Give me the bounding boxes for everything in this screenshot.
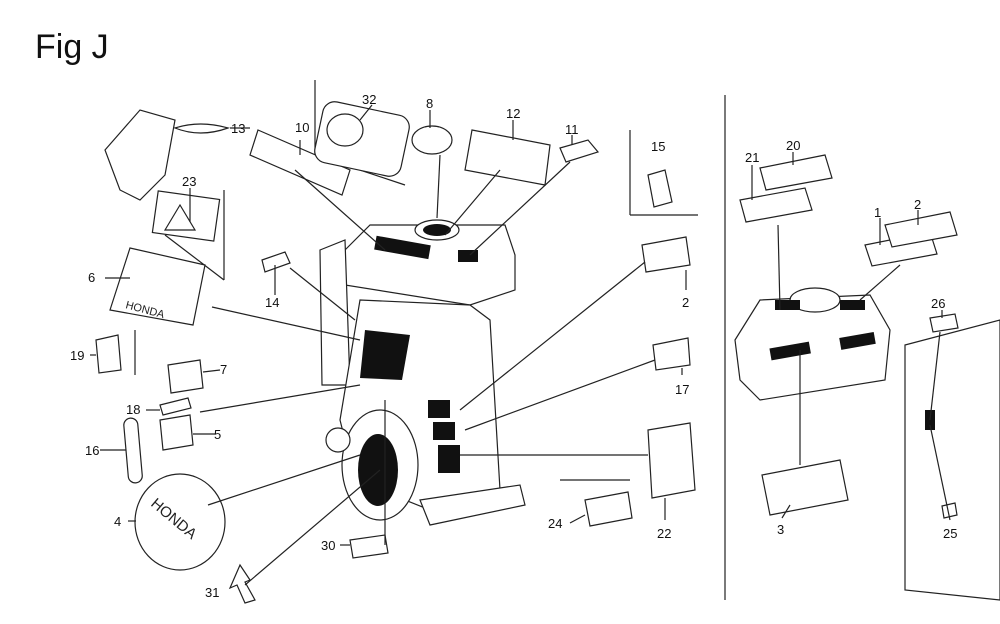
figure-title: Fig J bbox=[35, 28, 109, 66]
callout-3: 3 bbox=[777, 522, 784, 537]
callout-19: 19 bbox=[70, 348, 84, 363]
callout-31: 31 bbox=[205, 585, 219, 600]
callout-20: 20 bbox=[786, 138, 800, 153]
engine-illustration bbox=[319, 219, 526, 526]
callout-2-left: 2 bbox=[682, 295, 689, 310]
callout-32: 32 bbox=[362, 92, 376, 107]
callout-8: 8 bbox=[426, 96, 433, 111]
callout-4: 4 bbox=[114, 514, 121, 529]
callout-6: 6 bbox=[88, 270, 95, 285]
callout-25: 25 bbox=[943, 526, 957, 541]
leader-lines bbox=[90, 104, 951, 586]
callout-30: 30 bbox=[321, 538, 335, 553]
callout-23: 23 bbox=[182, 174, 196, 189]
callout-13: 13 bbox=[231, 121, 245, 136]
callout-11: 11 bbox=[565, 122, 579, 137]
callout-7: 7 bbox=[220, 362, 227, 377]
callout-15: 15 bbox=[651, 139, 665, 154]
callout-10: 10 bbox=[295, 120, 309, 135]
fuel-tank-illustration bbox=[734, 287, 1000, 601]
callout-12: 12 bbox=[506, 106, 520, 121]
callout-21: 21 bbox=[745, 150, 759, 165]
callout-18: 18 bbox=[126, 402, 140, 417]
callout-24: 24 bbox=[548, 516, 562, 531]
callout-16: 16 bbox=[85, 443, 99, 458]
decals: HONDA HONDA bbox=[95, 101, 959, 604]
callout-17: 17 bbox=[675, 382, 689, 397]
callout-5: 5 bbox=[214, 427, 221, 442]
callout-14: 14 bbox=[265, 295, 279, 310]
callout-numbers: 32 8 12 11 10 13 23 6 14 19 7 18 5 16 4 … bbox=[70, 92, 957, 600]
callout-26: 26 bbox=[931, 296, 945, 311]
callout-1: 1 bbox=[874, 205, 881, 220]
callout-22: 22 bbox=[657, 526, 671, 541]
callout-2-right: 2 bbox=[914, 197, 921, 212]
